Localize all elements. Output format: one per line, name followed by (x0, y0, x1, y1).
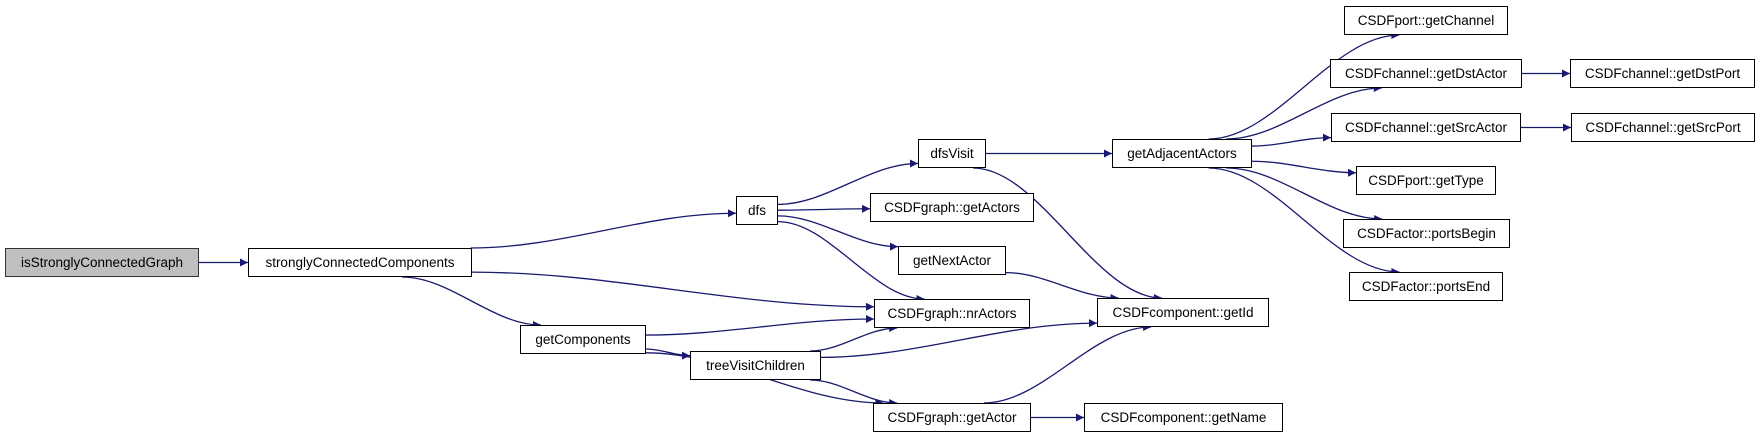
edge-dfs-to-nrActors (777, 220, 925, 303)
edge-getAdjacentActors-to-getChannel (1208, 31, 1400, 140)
node-get-adjacent-actors[interactable]: getAdjacentActors (1112, 139, 1252, 168)
edge-getAdjacentActors-to-getType (1251, 160, 1357, 177)
node-ports-begin[interactable]: CSDFactor::portsBegin (1343, 219, 1510, 248)
edge-treeVisitChildren-to-nrActors (810, 324, 898, 352)
edge-getAdjacentActors-to-portsBegin (1226, 167, 1383, 223)
node-get-actors[interactable]: CSDFgraph::getActors (870, 193, 1034, 222)
edge-getAdjacentActors-to-getSrcActor (1251, 133, 1332, 147)
node-is-strongly-connected-graph[interactable]: isStronglyConnectedGraph (5, 248, 199, 277)
edge-treeVisitChildren-to-getActor (810, 379, 898, 407)
node-strongly-connected-components[interactable]: stronglyConnectedComponents (248, 248, 472, 277)
node-get-type[interactable]: CSDFport::getType (1356, 166, 1496, 195)
edge-dfsVisit-to-getId (973, 167, 1162, 302)
node-get-dst-actor[interactable]: CSDFchannel::getDstActor (1330, 59, 1522, 88)
node-ports-end[interactable]: CSDFactor::portsEnd (1349, 272, 1503, 301)
node-get-dst-port[interactable]: CSDFchannel::getDstPort (1570, 59, 1755, 88)
node-get-next-actor[interactable]: getNextActor (898, 246, 1006, 275)
edge-stronglyConnectedComponents-to-nrActors (471, 271, 875, 311)
edge-dfs-to-dfsVisit (777, 159, 919, 206)
node-get-src-actor[interactable]: CSDFchannel::getSrcActor (1331, 113, 1521, 142)
edge-getComponents-to-nrActors (645, 314, 875, 336)
node-get-src-port[interactable]: CSDFchannel::getSrcPort (1571, 113, 1755, 142)
node-nr-actors[interactable]: CSDFgraph::nrActors (874, 299, 1030, 328)
node-get-channel[interactable]: CSDFport::getChannel (1344, 6, 1508, 35)
node-tree-visit-children[interactable]: treeVisitChildren (690, 351, 821, 380)
edge-getAdjacentActors-to-portsEnd (1208, 167, 1400, 276)
edge-dfs-to-getNextActor (777, 215, 899, 251)
node-get-actor[interactable]: CSDFgraph::getActor (873, 403, 1031, 432)
edge-getActor-to-getId (983, 323, 1152, 404)
node-dfs-visit[interactable]: dfsVisit (918, 139, 986, 168)
edge-getAdjacentActors-to-getDstActor (1226, 84, 1382, 140)
edge-dfs-to-getActors (777, 204, 871, 213)
node-dfs[interactable]: dfs (736, 196, 778, 225)
edge-stronglyConnectedComponents-to-getComponents (401, 276, 542, 329)
node-get-id[interactable]: CSDFcomponent::getId (1097, 298, 1269, 327)
edge-stronglyConnectedComponents-to-dfs (470, 209, 737, 249)
edge-getNextActor-to-getId (1005, 272, 1119, 302)
node-get-name[interactable]: CSDFcomponent::getName (1084, 403, 1283, 432)
node-get-components[interactable]: getComponents (520, 325, 646, 354)
edge-treeVisitChildren-to-getId (820, 319, 1098, 359)
edge-getComponents-to-treeVisitChildren (645, 348, 691, 360)
